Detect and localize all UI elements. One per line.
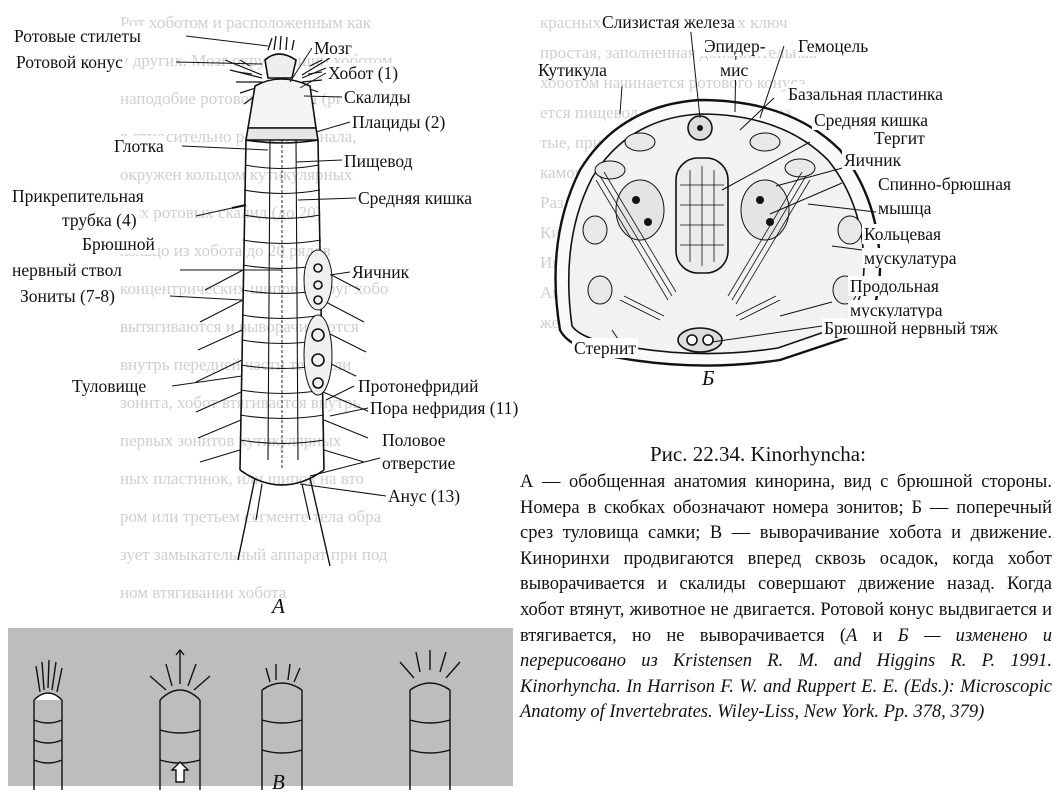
figure-a-drawing bbox=[196, 36, 370, 566]
figure-v-letter: В bbox=[272, 770, 285, 795]
label-midgut-b: Средняя кишка bbox=[812, 110, 930, 130]
figure-a-letter: A bbox=[272, 594, 285, 619]
caption-text: А — обобщенная анатомия кинорина, вид с … bbox=[520, 470, 1052, 726]
label-circular-1: Кольцевая bbox=[862, 224, 943, 244]
label-ovary-b: Яичник bbox=[842, 150, 903, 170]
label-scalids: Скалиды bbox=[342, 87, 413, 107]
label-basal-lamina: Базальная пластинка bbox=[786, 84, 945, 104]
label-esophagus: Пищевод bbox=[342, 151, 415, 171]
label-cuticle: Кутикула bbox=[536, 60, 609, 80]
label-protonephridium: Протонефридий bbox=[356, 376, 481, 396]
label-epidermis-1: Эпидер- bbox=[702, 36, 768, 56]
label-dorsoventral-1: Спинно-брюшная bbox=[876, 174, 1013, 194]
figure-b-letter: Б bbox=[702, 366, 714, 391]
caption-ref-a: А bbox=[846, 626, 857, 646]
label-ventral-cord: Брюшной нервный тяж bbox=[822, 318, 1000, 338]
label-gonopore-2: отверстие bbox=[380, 453, 457, 473]
caption-conj: и bbox=[857, 626, 897, 646]
label-pharynx: Глотка bbox=[112, 136, 166, 156]
label-mucous-gland: Слизистая железа bbox=[600, 12, 737, 32]
label-introvert: Хобот (1) bbox=[326, 63, 400, 83]
label-midgut-a: Средняя кишка bbox=[356, 188, 474, 208]
caption-title: Рис. 22.34. Kinorhyncha: bbox=[650, 442, 866, 467]
label-longitudinal-1: Продольная bbox=[848, 276, 941, 296]
label-dorsoventral-2: мышца bbox=[876, 198, 933, 218]
figure-v-drawing bbox=[34, 650, 460, 790]
label-ovary-a: Яичник bbox=[350, 262, 411, 282]
label-sternite: Стернит bbox=[572, 338, 638, 358]
label-zonites: Зониты (7-8) bbox=[18, 286, 117, 306]
label-tergite: Тергит bbox=[872, 128, 927, 148]
label-adhesive-tube-1: Прикрепительная bbox=[10, 186, 146, 206]
caption-ref-b: Б bbox=[898, 626, 909, 646]
label-nephridiopore: Пора нефридия (11) bbox=[368, 398, 520, 418]
label-brain: Мозг bbox=[312, 38, 354, 58]
label-oral-stylets: Ротовые стилеты bbox=[12, 26, 143, 46]
label-gonopore-1: Половое bbox=[380, 430, 448, 450]
label-hemocoel: Гемоцель bbox=[796, 36, 870, 56]
caption-body: А — обобщенная анатомия кинорина, вид с … bbox=[520, 472, 1052, 646]
label-trunk: Туловище bbox=[70, 376, 148, 396]
label-adhesive-tube-2: трубка (4) bbox=[60, 210, 139, 230]
label-longitudinal-2: мускулатура bbox=[848, 300, 945, 320]
label-epidermis-2: мис bbox=[718, 60, 750, 80]
label-ventral-nerve-1: Брюшной bbox=[80, 234, 157, 254]
label-circular-2: мускулатура bbox=[862, 248, 959, 268]
label-ventral-nerve-2: нервный ствол bbox=[10, 260, 124, 280]
label-placids: Плациды (2) bbox=[350, 112, 447, 132]
label-anus: Анус (13) bbox=[386, 486, 462, 506]
label-oral-cone: Ротовой конус bbox=[14, 52, 125, 72]
